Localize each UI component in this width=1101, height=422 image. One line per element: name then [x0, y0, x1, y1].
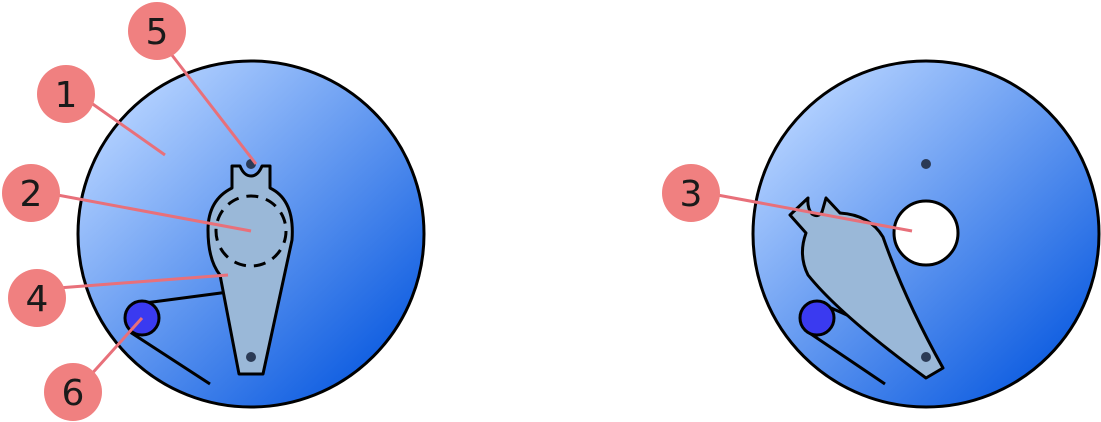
callout-label: 5 [146, 12, 169, 53]
right-top-pin [921, 159, 931, 169]
left-arm-dashed-ring [214, 194, 288, 268]
callout-label: 2 [20, 174, 43, 215]
right-bottom-pin [921, 352, 931, 362]
right-arm-hole [892, 199, 960, 267]
right-pulley [798, 299, 836, 337]
left-spring-upper [144, 289, 237, 305]
right-disc-assembly [751, 59, 1101, 409]
left-arm [206, 164, 294, 376]
right-arm [788, 196, 945, 380]
leader-line-6 [86, 316, 144, 380]
left-bottom-pin [246, 352, 256, 362]
leader-line-5 [166, 49, 258, 165]
right-spring-lower [804, 328, 886, 386]
leader-line-2 [51, 192, 252, 233]
callout-4: 4 [8, 269, 66, 327]
callout-label: 3 [680, 174, 703, 215]
left-spring-lower [129, 330, 211, 386]
callout-1: 1 [37, 65, 95, 123]
callout-label: 1 [55, 75, 78, 116]
callout-circle [44, 363, 102, 421]
leader-line-3 [711, 192, 913, 233]
callout-circle [8, 269, 66, 327]
callout-circle [128, 2, 186, 60]
callout-circle [2, 164, 60, 222]
callout-circle [662, 164, 720, 222]
callout-5: 5 [128, 2, 186, 60]
callout-label: 4 [26, 279, 49, 320]
left-disc-assembly [76, 59, 426, 409]
leader-line-4 [57, 273, 229, 290]
callout-label: 6 [62, 373, 85, 414]
callout-circle [37, 65, 95, 123]
callout-2: 2 [2, 164, 60, 222]
callout-3: 3 [662, 164, 720, 222]
leader-line-1 [86, 98, 166, 157]
callout-6: 6 [44, 363, 102, 421]
leader-lines [51, 49, 913, 380]
